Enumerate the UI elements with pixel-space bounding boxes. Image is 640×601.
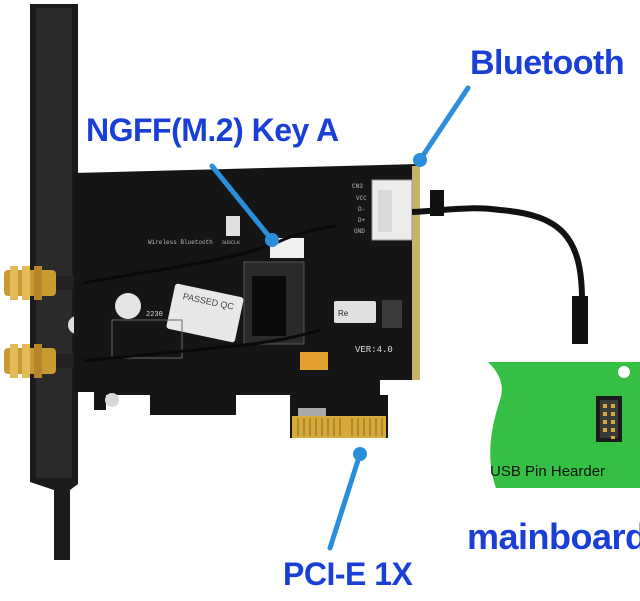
silkscreen-text: Wireless Bluetooth (148, 239, 213, 246)
bluetooth-pointer (417, 85, 471, 163)
mainboard-label: mainboard (467, 516, 640, 557)
capacitor (300, 352, 328, 370)
board-number: 2230 (146, 311, 163, 319)
susclk-text: SUSCLK (222, 240, 240, 246)
usb-plug (572, 296, 588, 344)
bluetooth-pointer-dot (413, 153, 427, 167)
pcie-pointer (327, 451, 363, 551)
screw-hole (115, 293, 141, 319)
antenna-wires (83, 224, 337, 363)
ngff-pointer (209, 163, 275, 243)
pcie-pointer-dot (353, 447, 367, 461)
chip-label (334, 301, 376, 323)
usb-cable (411, 190, 588, 344)
pcie-label: PCI-E 1X (283, 556, 413, 592)
ngff-label: NGFF(M.2) Key A (86, 112, 339, 148)
ngff-pointer-dot (265, 233, 279, 247)
pin-label: CN3 (352, 183, 363, 190)
gold-fingers (292, 416, 386, 438)
version-text: VER:4.0 (355, 345, 393, 355)
pcb-board: VER:4.0 2230 PASSED QC Re Wireless Bluet… (74, 164, 420, 438)
qc-sticker (166, 283, 244, 343)
pin-label: VCC (356, 195, 367, 202)
pin-label: D+ (358, 217, 366, 224)
pin-label: D- (358, 206, 365, 213)
usb-pin-header-label: USB Pin Hearder (490, 463, 606, 480)
green-mainboard (488, 362, 640, 488)
pointer-lines (209, 85, 471, 551)
chip-label-text: Re (338, 309, 349, 318)
pin-label: GND (354, 228, 365, 235)
bluetooth-label: Bluetooth (470, 44, 625, 82)
